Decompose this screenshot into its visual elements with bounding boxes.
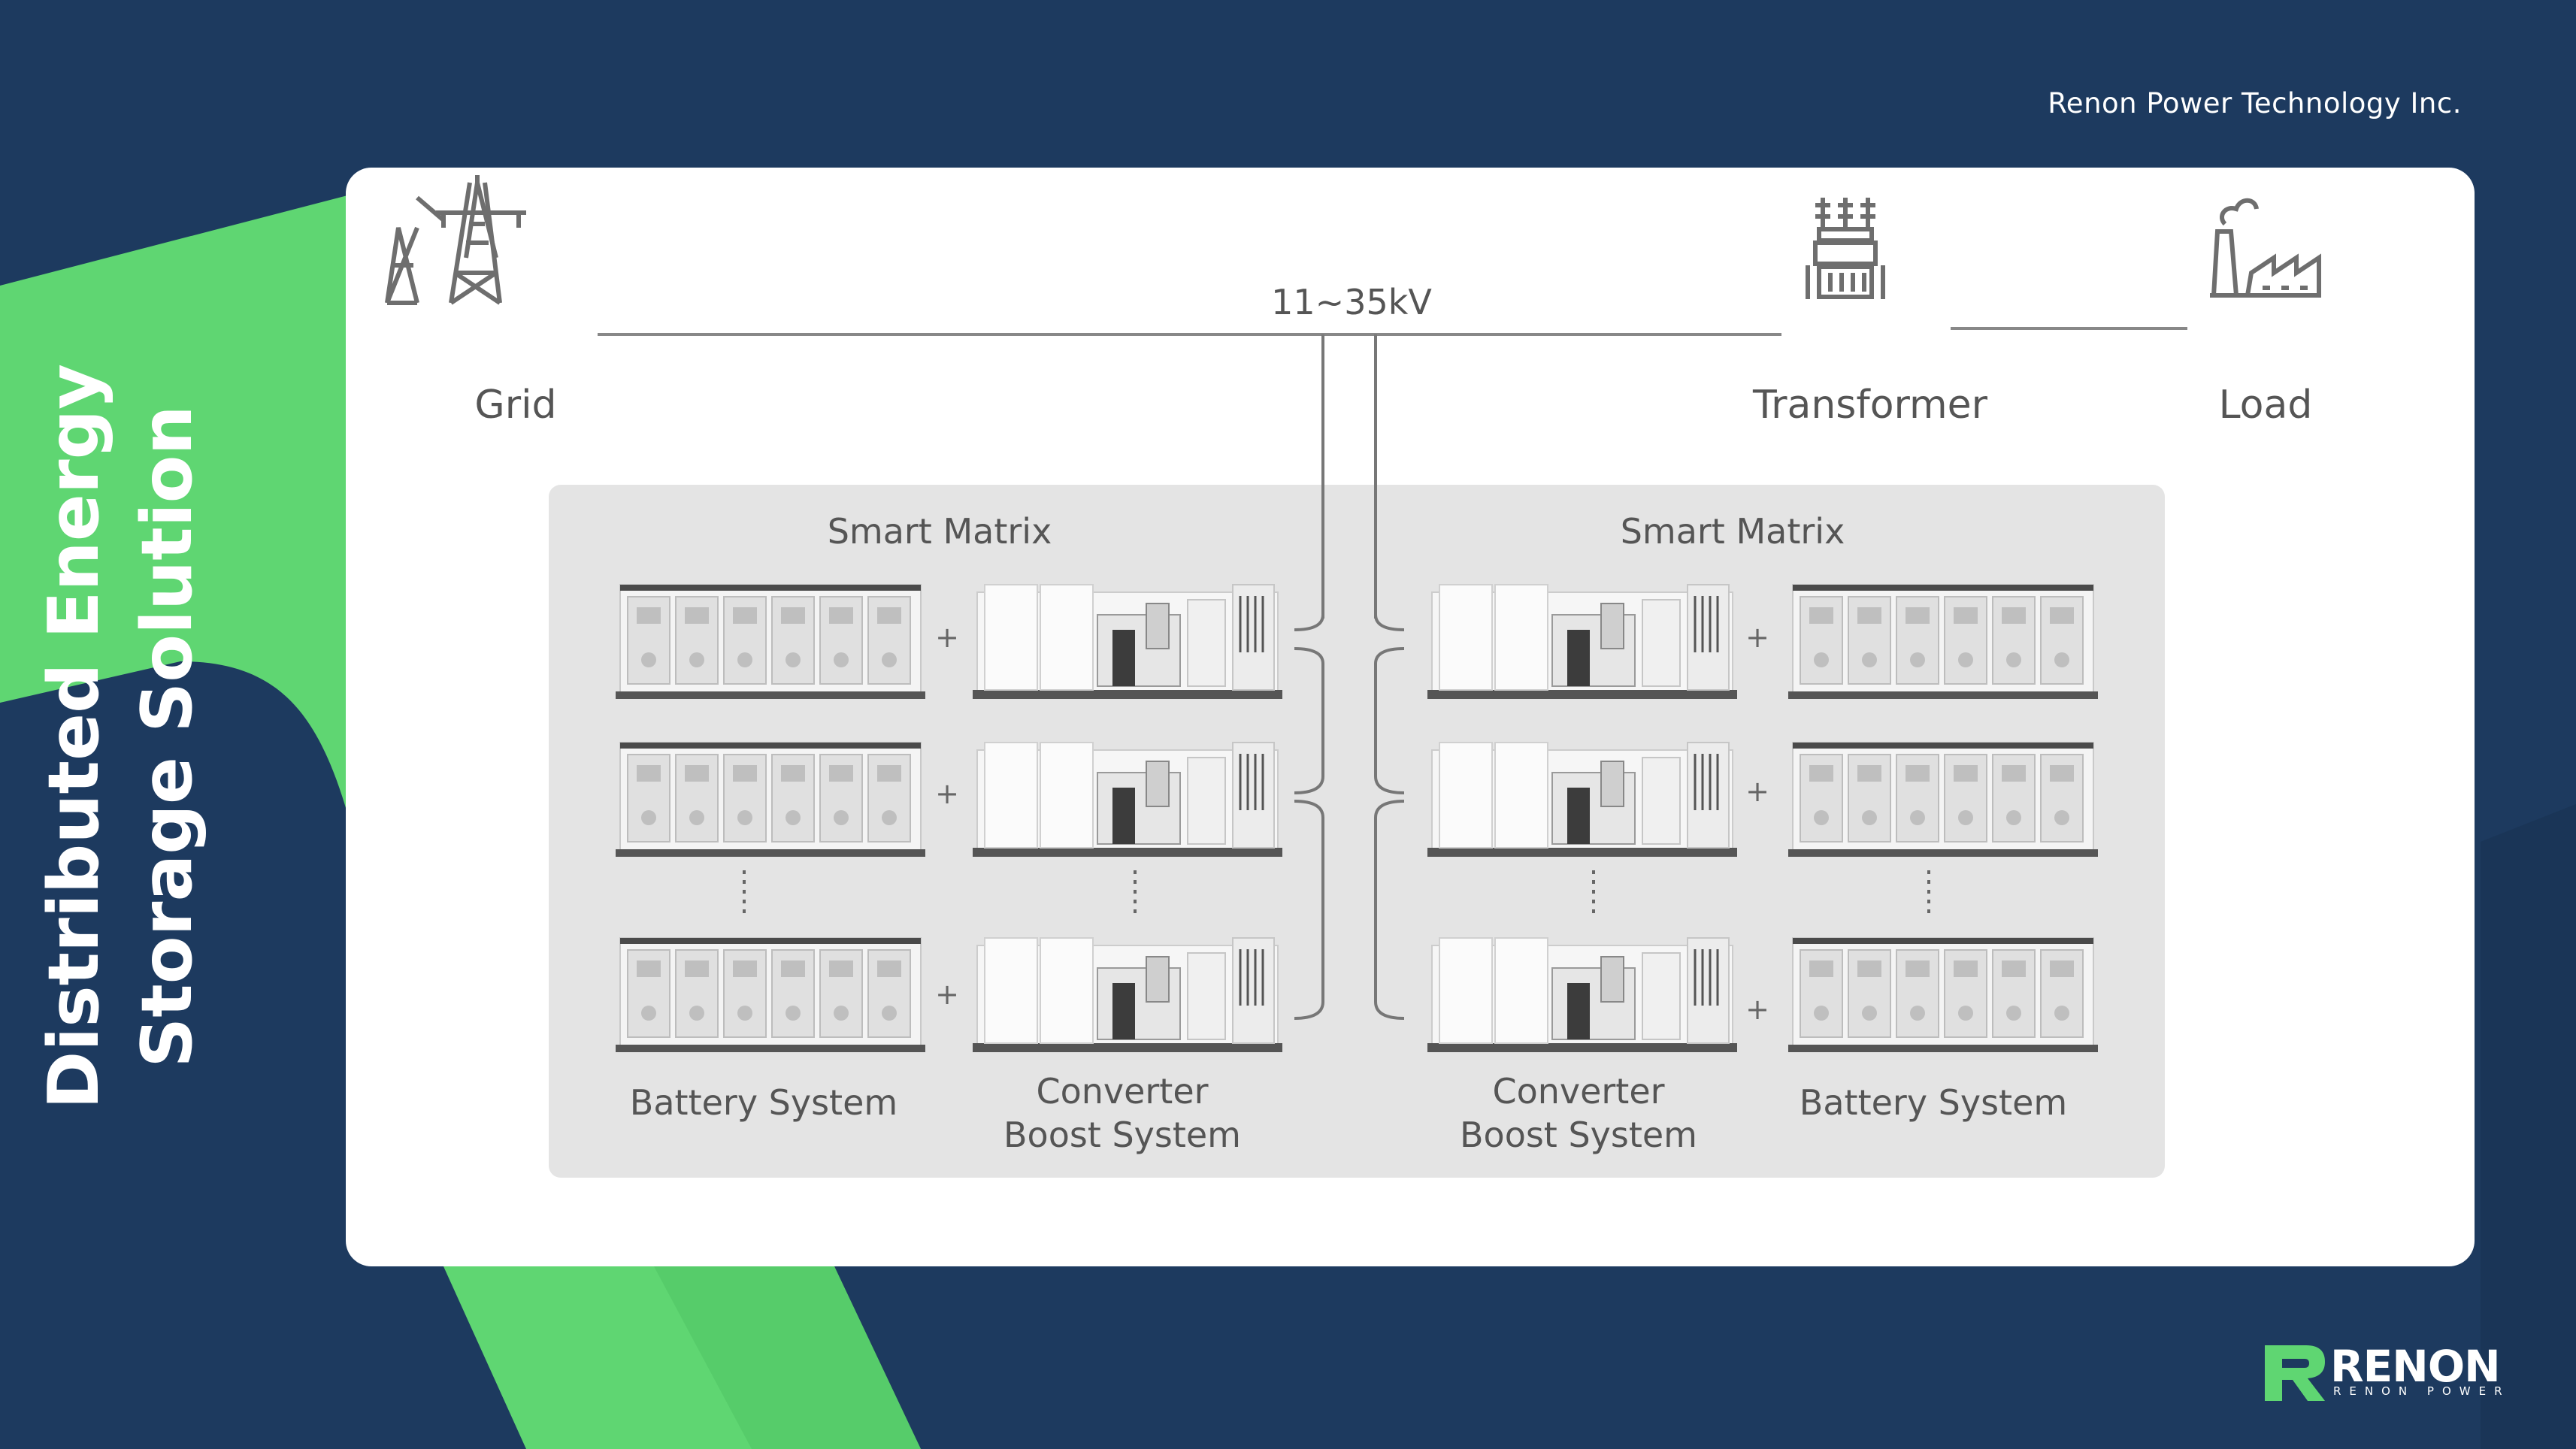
voltage-label: 11~35kV [1271,282,1432,322]
plus-sign: + [1745,775,1769,808]
title-line-1: Distributed Energy [33,364,114,1109]
renon-logo-icon [2265,1345,2325,1401]
plus-sign: + [935,621,959,654]
grid-tower-icon [385,175,526,305]
factory-icon [2210,198,2321,298]
transformer-label: Transformer [1752,383,1988,428]
logo-wordmark: RENON [2330,1341,2501,1392]
battery-system-left-label: Battery System [629,1082,898,1123]
converter-right-label: Converter Boost System [1460,1069,1697,1157]
load-label: Load [2218,383,2313,428]
smart-matrix-right-label: Smart Matrix [1620,511,1845,552]
battery-system-right-label: Battery System [1799,1082,2068,1123]
converter-left-line-1: Converter [1036,1071,1209,1112]
page-title: Distributed Energy Storage Solution [27,364,213,1109]
grid-label: Grid [474,383,557,428]
plus-sign: + [935,777,959,810]
logo-subtitle: RENON POWER [2333,1384,2511,1398]
converter-left-line-2: Boost System [1003,1115,1242,1155]
title-line-2: Storage Solution [126,405,207,1068]
smart-matrix-panel [549,485,2165,1178]
converter-right-line-1: Converter [1492,1071,1665,1112]
company-name: Renon Power Technology Inc. [2048,87,2462,119]
converter-right-line-2: Boost System [1459,1115,1698,1155]
plus-sign: + [935,978,959,1011]
diagram-card: 11~35kV Grid Transformer Load Smart Matr… [346,168,2475,1266]
transformer-icon [1806,198,1885,299]
plus-sign: + [1745,993,1769,1026]
converter-left-label: Converter Boost System [1003,1069,1241,1157]
diagram-graphics [385,175,2321,1178]
plus-sign: + [1745,621,1769,654]
smart-matrix-left-label: Smart Matrix [827,511,1052,552]
